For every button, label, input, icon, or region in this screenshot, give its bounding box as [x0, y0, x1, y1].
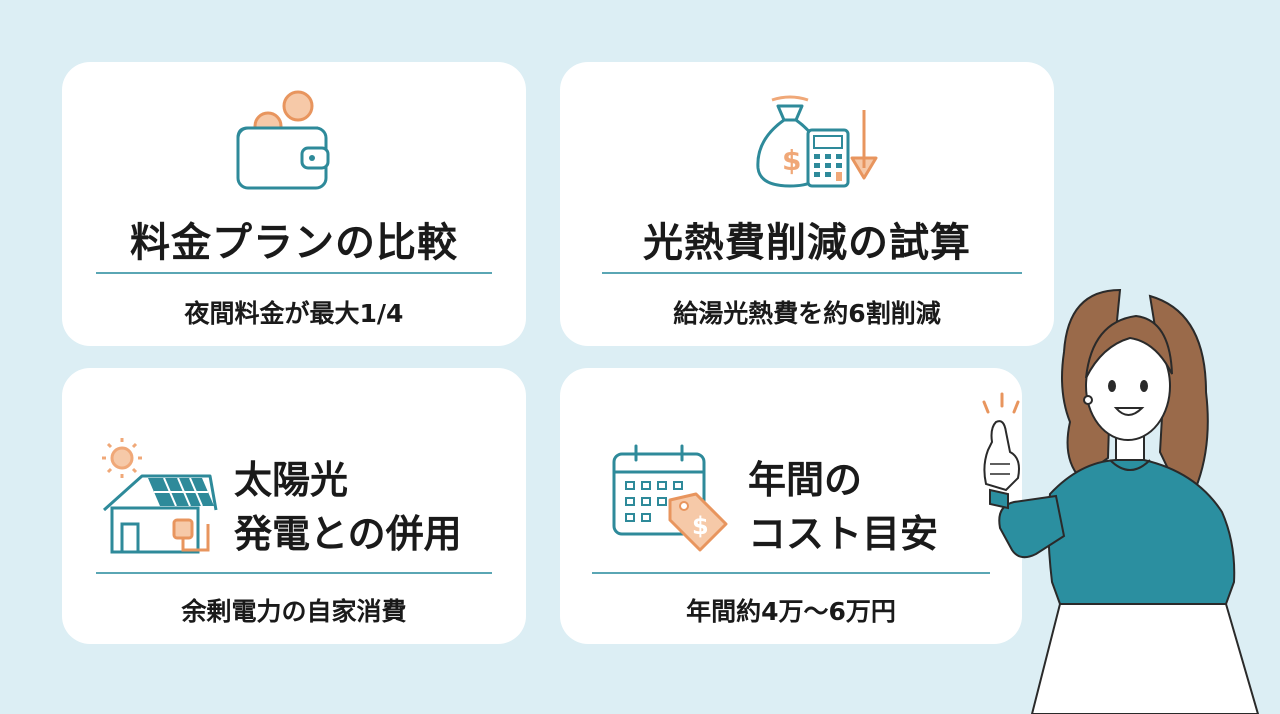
card-title-line1: 太陽光 — [234, 458, 349, 502]
card-title: 光熱費削減の試算 — [643, 220, 971, 266]
card-title-line2: 発電との併用 — [234, 512, 462, 556]
solar-house-icon — [102, 438, 218, 554]
card-subtitle: 年間約4万〜6万円 — [686, 597, 896, 626]
card-title: 料金プランの比較 — [130, 220, 458, 266]
svg-text:$: $ — [782, 144, 801, 177]
wallet-coins-icon — [236, 90, 330, 190]
card-title-line2: コスト目安 — [748, 512, 939, 556]
divider — [592, 572, 990, 574]
card-rate-plan: 料金プランの比較 夜間料金が最大1/4 — [62, 62, 526, 346]
money-bag-calculator-icon: $ — [756, 95, 878, 188]
card-cost-estimate: $ 光熱費削減の試算 給湯光熱費を約6割削減 — [560, 62, 1054, 346]
divider — [96, 272, 492, 274]
card-solar: 太陽光 発電との併用 余剰電力の自家消費 — [62, 368, 526, 644]
calendar-price-tag-icon: $ — [612, 444, 728, 552]
card-subtitle: 給湯光熱費を約6割削減 — [673, 299, 941, 328]
divider — [96, 572, 492, 574]
card-title-line1: 年間の — [748, 458, 863, 502]
card-subtitle: 余剰電力の自家消費 — [181, 597, 407, 626]
divider — [602, 272, 1022, 274]
card-annual-cost: $ 年間の コスト目安 年間約4万〜6万円 — [560, 368, 1022, 644]
svg-text:$: $ — [692, 512, 709, 540]
thumbs-up-icon — [983, 420, 1020, 510]
woman-thumbs-up-illustration — [982, 288, 1260, 714]
card-subtitle: 夜間料金が最大1/4 — [184, 299, 404, 328]
